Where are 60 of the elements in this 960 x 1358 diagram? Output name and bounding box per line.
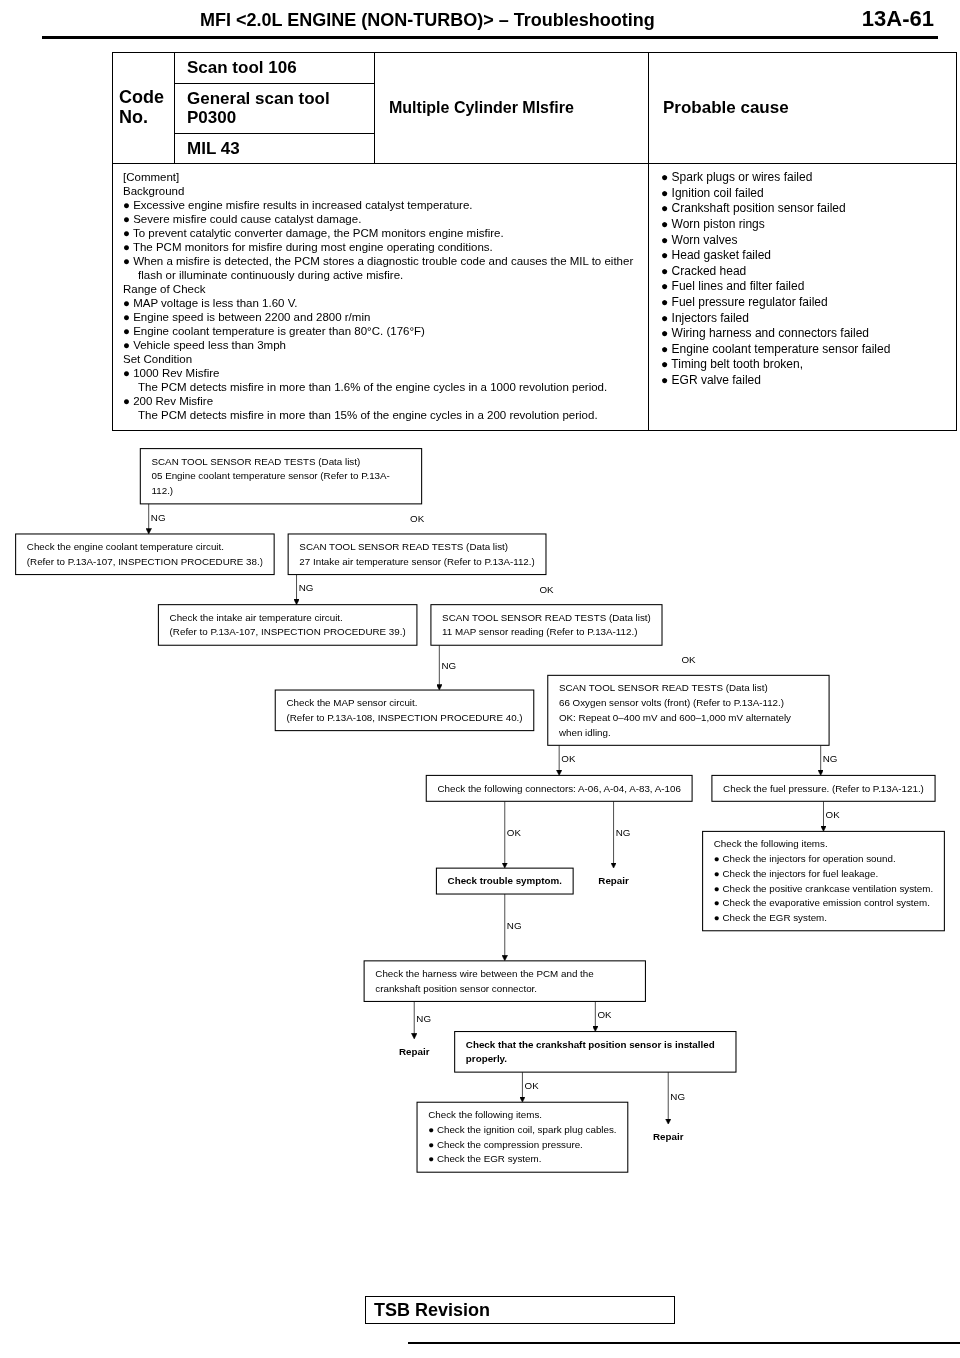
cause-item: ● Ignition coil failed xyxy=(661,185,765,202)
flow-result-label: OK xyxy=(410,513,425,524)
fault-title: Multiple Cylinder Mlsfire xyxy=(374,52,649,164)
flow-result-label: OK xyxy=(539,584,554,595)
process-box: Check that the crankshaft position sensor is installed properly. xyxy=(454,1031,737,1073)
bullet-item: ● Engine speed is between 2200 and 2800 r/min xyxy=(123,310,372,325)
section-heading: Range of Check xyxy=(123,282,207,297)
bullet-item: ● Vehicle speed less than 3mph xyxy=(123,338,287,353)
bullet-item: ● When a misfire is detected, the PCM stores a diagnostic trouble code and causes the MIL to either flash or illuminate continuously during active misfire. xyxy=(123,254,635,283)
section-heading: [Comment] xyxy=(123,170,181,185)
bullet-item: ● Engine coolant temperature is greater than 80°C. (176°F) xyxy=(123,324,426,339)
outcome-text: Repair xyxy=(653,1131,684,1143)
cause-item: ● Spark plugs or wires failed xyxy=(661,170,814,186)
general-scan-code: General scan tool P0300 xyxy=(175,83,374,134)
section-heading: Set Condition xyxy=(123,352,194,367)
detail-text: The PCM detects misfire in more than 1.6% of the engine cycles in a 1000 revolution period. xyxy=(137,380,609,395)
cause-item: ● Injectors failed xyxy=(661,310,750,327)
process-box: SCAN TOOL SENSOR READ TESTS (Data list) 27 Intake air temperature sensor (Refer to P.13A-112.) xyxy=(287,533,547,576)
process-box: Check the following items. ● Check the ignition coil, spark plug cables. ● Check the compression pressure. ● Check the EGR system. xyxy=(416,1101,629,1173)
bullet-item: ● 200 Rev Misfire xyxy=(123,394,215,409)
process-box: SCAN TOOL SENSOR READ TESTS (Data list) 11 MAP sensor reading (Refer to P.13A-112.) xyxy=(430,604,663,646)
cause-item: ● Engine coolant temperature sensor failed xyxy=(661,341,892,358)
process-box: Check the intake air temperature circuit. (Refer to P.13A-107, INSPECTION PROCEDURE 39.) xyxy=(157,604,418,646)
section-heading: Background xyxy=(123,184,186,199)
process-box: Check trouble symptom. xyxy=(435,867,574,895)
code-number-heading: Code No. xyxy=(112,52,175,164)
bullet-item: ● 1000 Rev Misfire xyxy=(123,366,221,381)
process-box: Check the engine coolant temperature circuit. (Refer to P.13A-107, INSPECTION PROCEDURE 38.) xyxy=(15,533,275,576)
cause-item: ● Fuel lines and filter failed xyxy=(661,279,806,295)
cause-item: ● Cracked head xyxy=(661,263,748,280)
cause-item: ● Timing belt tooth broken, xyxy=(661,357,804,373)
bullet-item: ● Excessive engine misfire results in increased catalyst temperature. xyxy=(123,198,474,213)
process-box: Check the MAP sensor circuit. (Refer to P.13A-108, INSPECTION PROCEDURE 40.) xyxy=(274,689,535,732)
outcome-text: Repair xyxy=(398,1045,430,1058)
probable-cause-heading: Probable cause xyxy=(648,52,957,164)
cause-item: ● Fuel pressure regulator failed xyxy=(661,294,829,311)
process-box: SCAN TOOL SENSOR READ TESTS (Data list) 05 Engine coolant temperature sensor (Refer to P.13A-112.) xyxy=(139,448,423,505)
cause-item: ● Head gasket failed xyxy=(661,248,772,264)
cause-item: ● EGR valve failed xyxy=(661,372,762,389)
bullet-item: ● Severe misfire could cause catalyst damage. xyxy=(123,212,363,227)
cause-item: ● Crankshaft position sensor failed xyxy=(661,201,847,217)
page-number: 13A-61 xyxy=(861,6,934,32)
cause-item: ● Worn valves xyxy=(661,232,739,249)
cause-item: ● Wiring harness and connectors failed xyxy=(661,326,871,342)
scan-tool-code: Scan tool 106 xyxy=(175,53,374,84)
outcome-text: Repair xyxy=(598,875,629,887)
process-box: Check the following connectors: A-06, A-04, A-83, A-106 xyxy=(425,774,693,802)
process-box: Check the fuel pressure. (Refer to P.13A-121.) xyxy=(711,774,936,802)
mil-code: MIL 43 xyxy=(186,137,241,160)
bullet-item: ● The PCM monitors for misfire during most engine operating conditions. xyxy=(123,240,494,255)
bullet-item: ● To prevent catalytic converter damage, the PCM monitors engine misfire. xyxy=(123,226,505,241)
process-box: Check the harness wire between the PCM and the crankshaft position sensor connector. xyxy=(363,960,646,1002)
cause-item: ● Worn piston rings xyxy=(661,216,766,233)
detail-text: The PCM detects misfire in more than 15% of the engine cycles in a 200 revolution period. xyxy=(137,408,599,423)
bullet-item: ● MAP voltage is less than 1.60 V. xyxy=(123,296,299,311)
page-title: MFI <2.0L ENGINE (NON-TURBO)> – Troubleshooting xyxy=(200,10,655,31)
process-box: Check the following items. ● Check the injectors for operation sound. ● Check the injectors for fuel leakage. ● Check the positive crankcase ventilation system. ● Check the evaporative emission control system. ● Check the EGR system. xyxy=(702,830,945,932)
revision-label: TSB Revision xyxy=(365,1296,675,1324)
flow-result-label: OK xyxy=(681,655,696,666)
process-box: SCAN TOOL SENSOR READ TESTS (Data list) 66 Oxygen sensor volts (front) (Refer to P.13A-112.) OK: Repeat 0–400 mV and 600–1,000 mV alternately when idling. xyxy=(547,674,830,746)
